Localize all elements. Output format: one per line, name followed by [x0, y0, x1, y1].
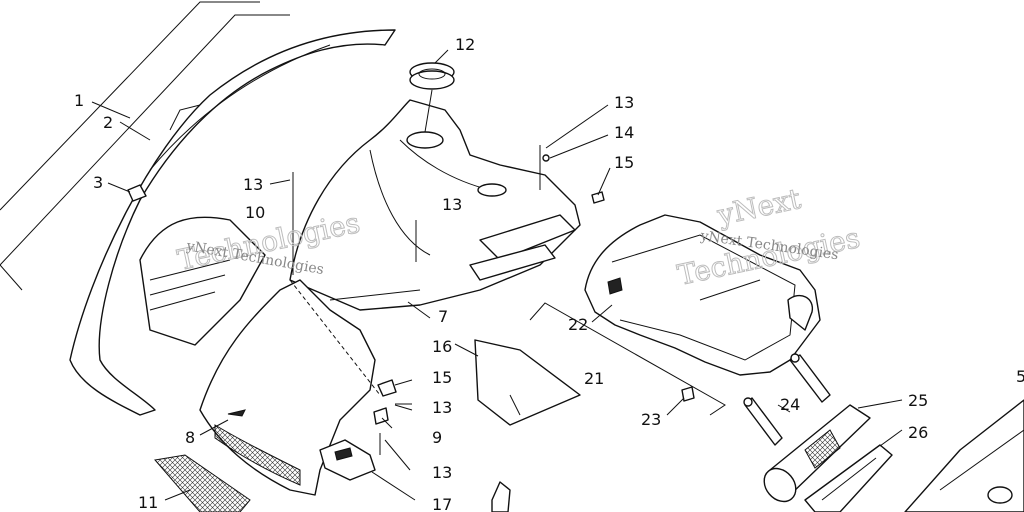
callout-8: 8: [185, 428, 195, 447]
tray-part-26: [804, 444, 893, 512]
mesh-screen-part-11: [154, 454, 251, 512]
main-hood-part-7: [289, 99, 581, 311]
callout-21: 21: [584, 369, 604, 388]
straps-part-24: [743, 353, 831, 446]
callout-22: 22: [568, 315, 588, 334]
windshield-part-1: [0, 1, 290, 291]
callout-12: 12: [455, 35, 475, 54]
callout-23: 23: [641, 410, 661, 429]
callout-26: 26: [908, 423, 928, 442]
callout-labels: 1 2 3 5 7 8 9 10 11 12 13 13 13 13 13 14…: [74, 35, 1024, 512]
callout-16: 16: [432, 337, 452, 356]
callout-24: 24: [780, 395, 800, 414]
callout-13-left: 13: [243, 175, 263, 194]
fragment-part: [491, 481, 511, 512]
console-tray-part-21: [584, 214, 821, 376]
callout-2: 2: [103, 113, 113, 132]
callout-14: 14: [614, 123, 634, 142]
callout-1: 1: [74, 91, 84, 110]
callout-25: 25: [908, 391, 928, 410]
callout-9: 9: [432, 428, 442, 447]
panel-part-16: [474, 339, 581, 426]
callout-13-top: 13: [614, 93, 634, 112]
clip-part-23: [681, 386, 695, 402]
callout-7: 7: [438, 307, 448, 326]
callout-15-top: 15: [614, 153, 634, 172]
lower-nose-part-8: [199, 279, 376, 496]
callout-11: 11: [138, 493, 158, 512]
bracket-part-17: [319, 439, 376, 481]
hardware-group: [292, 145, 605, 455]
callout-13-hood: 13: [442, 195, 462, 214]
cylinder-part-25: [763, 404, 871, 503]
callout-3: 3: [93, 173, 103, 192]
clip-part-3: [127, 184, 147, 202]
leader-lines: [91, 49, 903, 501]
upper-visor-part-2: [69, 29, 396, 416]
callout-10: 10: [245, 203, 265, 222]
callout-17: 17: [432, 495, 452, 512]
edge-piece-part-5: [904, 399, 1024, 512]
inner-duct-part-10: [139, 216, 266, 346]
callout-15-mid: 15: [432, 368, 452, 387]
callout-13-mid: 13: [432, 398, 452, 417]
callout-5: 5: [1016, 367, 1024, 386]
grommet-part-12: [409, 62, 455, 90]
callout-13-low: 13: [432, 463, 452, 482]
watermark-right-outline-1: yNext: [714, 182, 805, 232]
